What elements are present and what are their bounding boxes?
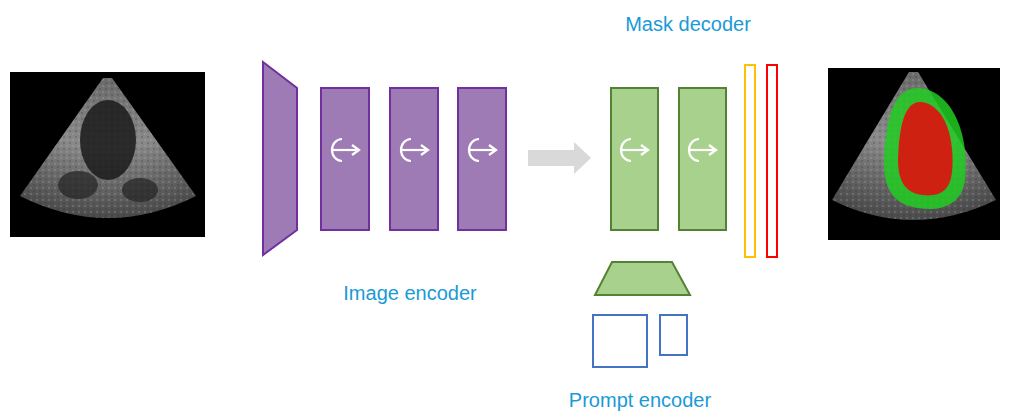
- section-label: Prompt encoder: [569, 388, 711, 412]
- prompt-encoder: [593, 262, 690, 367]
- section-label: Image encoder: [343, 281, 476, 305]
- flow-arrow: [528, 142, 591, 174]
- output-segmentation-image: [828, 68, 1000, 240]
- section-label: Mask decoder: [625, 12, 751, 36]
- mask-decoder: [611, 65, 777, 257]
- input-echo-image: [10, 72, 205, 237]
- image-encoder: [263, 62, 506, 255]
